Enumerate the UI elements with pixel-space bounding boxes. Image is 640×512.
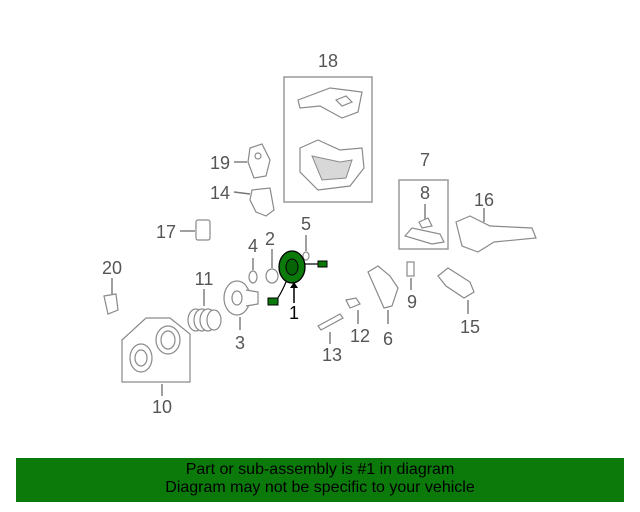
callout-20: 20: [102, 258, 122, 278]
callout-7: 7: [420, 150, 430, 170]
part-1-clock-spring[interactable]: [267, 250, 328, 306]
callout-3: 3: [235, 333, 245, 353]
part-16[interactable]: [455, 208, 537, 253]
callout-17: 17: [156, 222, 176, 242]
callout-18: 18: [318, 51, 338, 71]
callout-2: 2: [265, 229, 275, 249]
part-11[interactable]: [187, 289, 222, 332]
callout-5: 5: [301, 214, 311, 234]
banner-line-1: Part or sub-assembly is #1 in diagram: [185, 461, 455, 478]
part-13[interactable]: [317, 313, 344, 344]
callout-13: 13: [322, 345, 342, 365]
part-3[interactable]: [223, 280, 259, 330]
callout-12: 12: [350, 326, 370, 346]
part-4[interactable]: [248, 258, 258, 284]
part-15[interactable]: [437, 267, 475, 314]
callout-14: 14: [210, 183, 230, 203]
callout-11: 11: [195, 269, 214, 289]
part-7-lever-box[interactable]: [398, 179, 449, 250]
part-20[interactable]: [103, 278, 119, 315]
callout-6: 6: [383, 329, 393, 349]
part-2[interactable]: [265, 249, 279, 284]
banner-line-2: Diagram may not be specific to your vehi…: [165, 479, 475, 496]
part-17[interactable]: [180, 219, 211, 241]
part-6[interactable]: [367, 265, 399, 324]
callout-1: 1: [289, 303, 299, 323]
callout-19: 19: [210, 153, 230, 173]
part-10-housing[interactable]: [121, 317, 191, 396]
callout-15: 15: [460, 317, 480, 337]
callout-16: 16: [474, 190, 494, 210]
part-18-column-cover[interactable]: [283, 76, 373, 203]
callout-9: 9: [407, 292, 417, 312]
parts-diagram: 18 7 8 19 14 17 2 4 5: [102, 51, 537, 417]
callout-4: 4: [248, 236, 258, 256]
part-5[interactable]: [302, 235, 310, 261]
callout-8: 8: [420, 183, 430, 203]
info-banner: Part or sub-assembly is #1 in diagram Di…: [16, 458, 624, 502]
part-9-bolt[interactable]: [406, 261, 415, 290]
part-14[interactable]: [233, 187, 275, 217]
callout-10: 10: [152, 397, 172, 417]
part-19[interactable]: [234, 143, 271, 179]
part-12[interactable]: [345, 297, 361, 324]
